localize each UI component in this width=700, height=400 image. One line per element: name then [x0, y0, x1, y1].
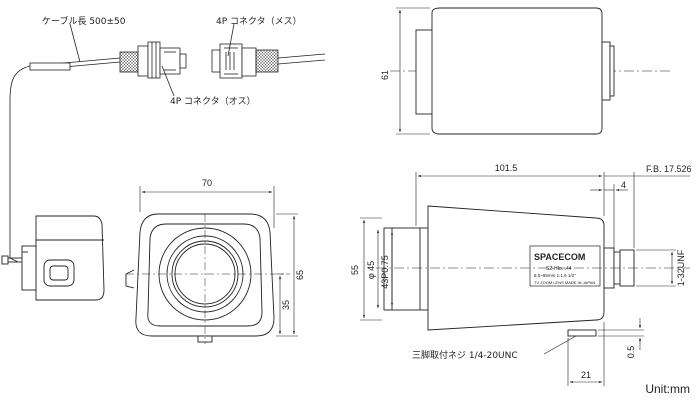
mount-depth-dim: 4 — [621, 180, 626, 190]
tripod-screw-label: 三脚取付ネジ 1/4-20UNC — [412, 350, 518, 361]
made-in-line: TV ZOOM LENS MADE IN JAPAN — [534, 280, 595, 285]
spec-line: 8.5~85mm 1:1.6 1/2" — [534, 273, 576, 278]
cable-assembly — [9, 23, 326, 263]
brand-logo: SPACECOM — [534, 252, 585, 262]
front-view-dimensions — [139, 186, 298, 337]
front-view — [125, 213, 275, 343]
mount-thread-dim: 1-32UNF — [676, 249, 686, 286]
flange-back-dim: F.B. 17.526 — [646, 164, 692, 174]
front-half-height-dim: 35 — [281, 300, 291, 310]
top-height-dim: 61 — [380, 70, 390, 80]
male-connector-icon — [119, 41, 187, 79]
male-connector-label: 4P コネクタ（オス） — [170, 96, 256, 107]
model-line: SZ-HIo...44 — [546, 266, 572, 272]
side-length-dim: 101.5 — [495, 163, 518, 173]
female-connector-label: 4P コネクタ（メス） — [216, 16, 302, 27]
tripod-offset-dim: 0.5 — [626, 346, 636, 359]
cable-length-label: ケーブル長 500±50 — [42, 15, 126, 27]
top-view — [390, 7, 670, 135]
side-view-dimensions — [360, 172, 690, 386]
female-connector-icon — [211, 43, 279, 79]
tripod-distance-dim: 21 — [581, 370, 591, 380]
camera-side-view — [1, 215, 105, 301]
front-width-dim: 70 — [202, 178, 212, 188]
front-view-centerlines — [126, 214, 290, 344]
diameter-45-dim: φ 45 — [366, 261, 376, 279]
unit-label: Unit:mm — [645, 382, 690, 396]
top-view-dimension — [396, 7, 430, 135]
thread-43-dim: 43P0.75 — [380, 255, 390, 289]
side-height-dim: 55 — [350, 265, 360, 275]
front-height-dim: 65 — [295, 270, 305, 280]
spacecom-label-plate: SPACECOM SZ-HIo...44 8.5~85mm 1:1.6 1/2"… — [529, 245, 601, 287]
